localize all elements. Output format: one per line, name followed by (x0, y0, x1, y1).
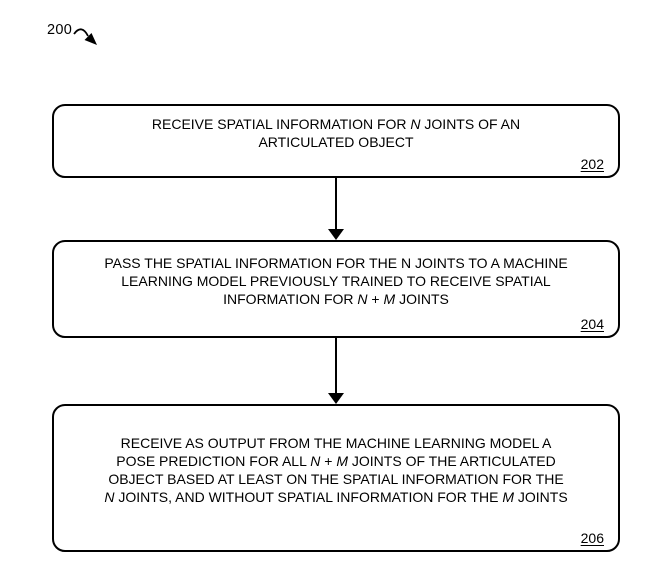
box-text-line: ARTICULATED OBJECT (258, 133, 414, 150)
flow-arrow-202-to-204 (328, 178, 344, 240)
step-box-206: RECEIVE AS OUTPUT FROM THE MACHINE LEARN… (52, 404, 620, 552)
box-text-line: RECEIVE SPATIAL INFORMATION FOR N JOINTS… (151, 115, 521, 132)
box-text-line: PASS THE SPATIAL INFORMATION FOR THE N J… (104, 254, 568, 271)
figure-reference-label: 200 (47, 22, 73, 38)
figure-reference-arrow-icon (73, 28, 98, 45)
flow-arrow-204-to-206 (328, 338, 344, 404)
step-box-206-text: RECEIVE AS OUTPUT FROM THE MACHINE LEARN… (54, 406, 618, 550)
box-text-line: LEARNING MODEL PREVIOUSLY TRAINED TO REC… (121, 272, 551, 289)
step-box-202-text: RECEIVE SPATIAL INFORMATION FOR N JOINTS… (54, 106, 618, 176)
step-box-204-text: PASS THE SPATIAL INFORMATION FOR THE N J… (54, 242, 618, 336)
box-text-line: N JOINTS, AND WITHOUT SPATIAL INFORMATIO… (104, 488, 568, 505)
step-box-204-ref: 204 (580, 316, 604, 332)
arrow-head-icon (328, 393, 344, 404)
box-text-line: POSE PREDICTION FOR ALL N + M JOINTS OF … (116, 452, 556, 469)
arrow-shaft (335, 338, 337, 394)
arrow-head-icon (328, 229, 344, 240)
arrow-shaft (335, 178, 337, 230)
figure-reference: 200 (47, 22, 100, 48)
box-text-line: INFORMATION FOR N + M JOINTS (223, 290, 449, 307)
step-box-202-ref: 202 (580, 156, 604, 172)
step-box-206-ref: 206 (580, 530, 604, 546)
box-text-line: OBJECT BASED AT LEAST ON THE SPATIAL INF… (108, 470, 564, 487)
step-box-204: PASS THE SPATIAL INFORMATION FOR THE N J… (52, 240, 620, 338)
box-text-line: RECEIVE AS OUTPUT FROM THE MACHINE LEARN… (120, 434, 552, 451)
step-box-202: RECEIVE SPATIAL INFORMATION FOR N JOINTS… (52, 104, 620, 178)
